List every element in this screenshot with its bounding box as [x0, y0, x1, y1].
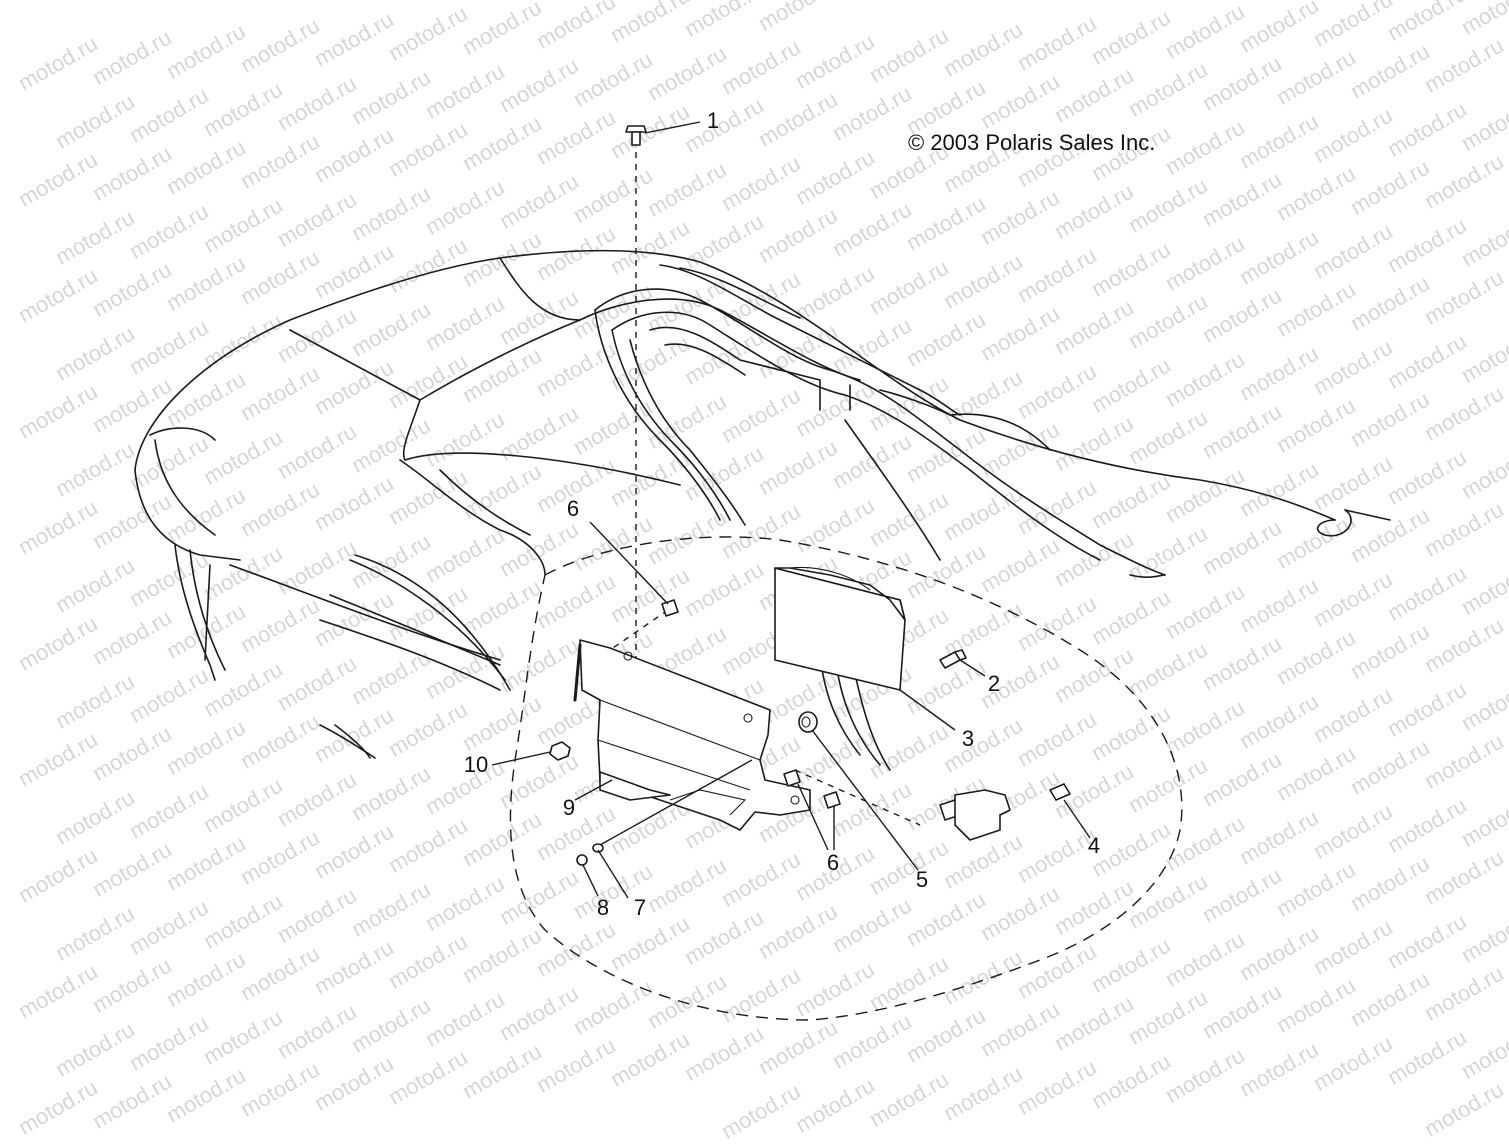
hood-outline — [134, 249, 1391, 771]
small-nut-icon — [576, 843, 604, 866]
bushing-icon — [661, 599, 679, 617]
bushing-pair-icon — [783, 769, 841, 809]
bracket-plate — [573, 639, 811, 831]
bushing-axis — [609, 609, 669, 651]
bolt-icon — [625, 125, 647, 146]
grommet-icon — [798, 711, 818, 733]
callout-10: 10 — [463, 752, 489, 777]
screw-icon — [939, 649, 967, 669]
callout-1: 1 — [706, 108, 720, 133]
nut-icon — [549, 741, 571, 761]
copyright-notice: © 2003 Polaris Sales Inc. — [908, 130, 1156, 155]
callout-3: 3 — [961, 726, 975, 751]
switch-icon — [939, 783, 1071, 841]
callout-5: 5 — [915, 867, 929, 892]
leader-lines — [491, 121, 1091, 899]
bushing-6-axis — [794, 769, 921, 826]
callout-7: 7 — [633, 895, 647, 920]
callout-6-lower: 6 — [826, 850, 840, 875]
callout-4: 4 — [1087, 833, 1101, 858]
detail-boundary — [509, 536, 1183, 1021]
callout-6-upper: 6 — [566, 496, 580, 521]
callout-2: 2 — [987, 671, 1001, 696]
callout-8: 8 — [596, 895, 610, 920]
callout-9: 9 — [562, 795, 576, 820]
reflector-lens — [774, 566, 906, 691]
